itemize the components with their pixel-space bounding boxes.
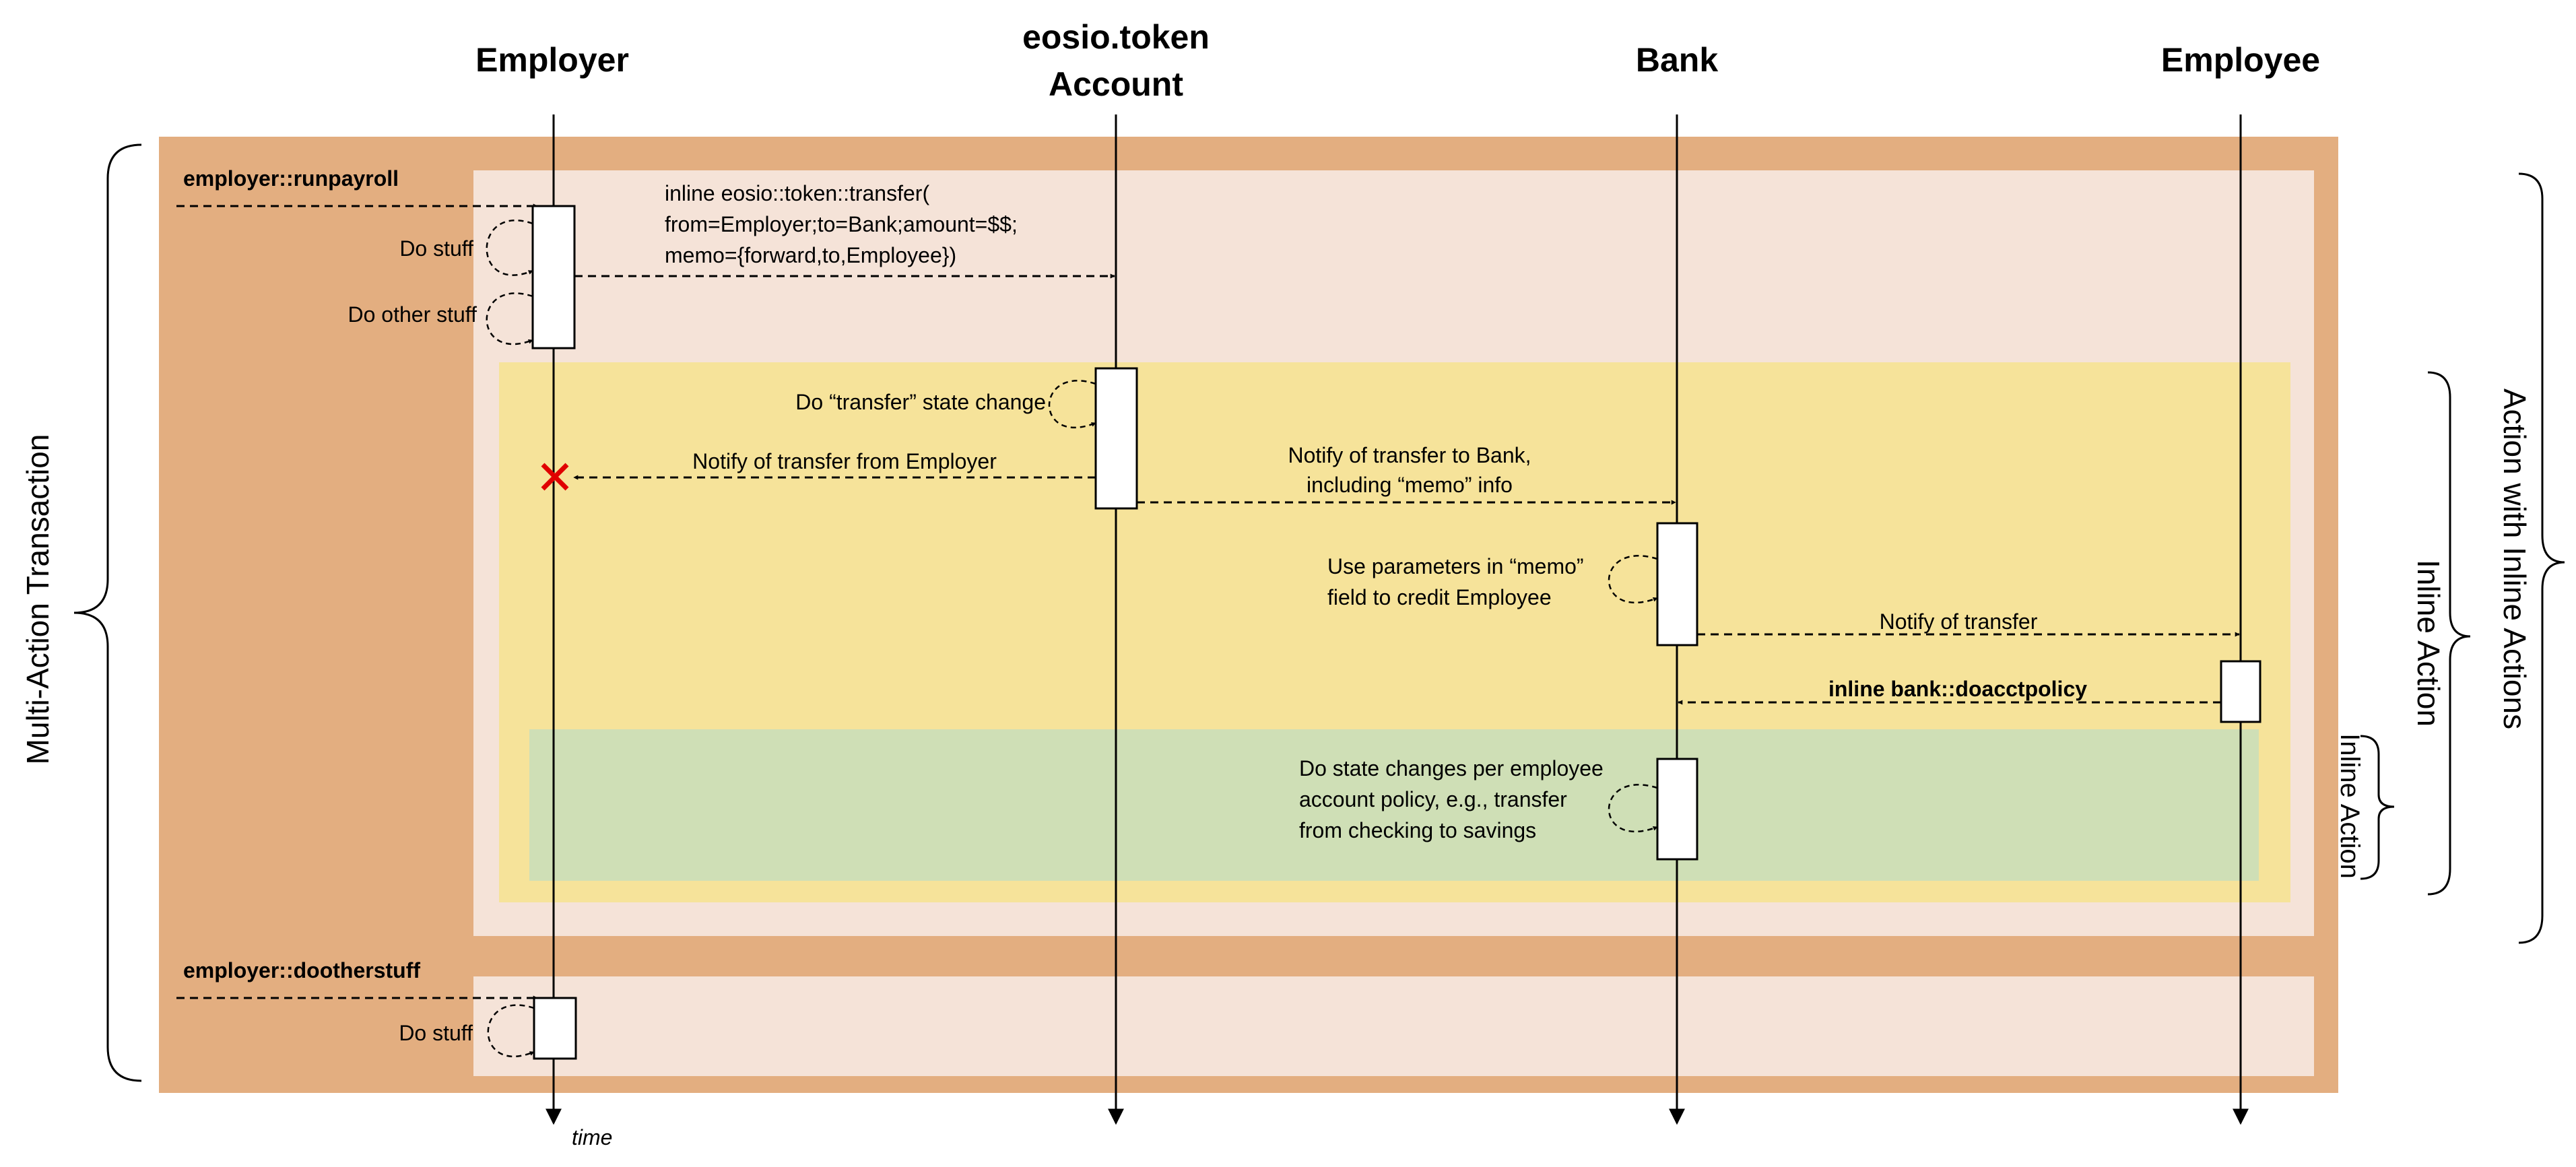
token-activation: [1094, 367, 1138, 510]
dootherstuff-action-box: [473, 976, 2314, 1076]
bank-activation-2: [1656, 758, 1698, 861]
transfer-state-change-label: Do “transfer” state change: [795, 390, 1046, 414]
token-header-line2: Account: [1049, 65, 1183, 103]
inline-action-outer-label: Inline Action: [2411, 560, 2446, 727]
employer-activation-2: [533, 997, 577, 1060]
policy-loop: [1608, 784, 1658, 832]
token-header-line1: eosio.token: [1022, 18, 1210, 56]
multi-action-brace: [73, 143, 142, 1082]
employee-activation: [2220, 660, 2261, 723]
dootherstuff-action-label: employer::dootherstuff: [183, 958, 420, 982]
multi-action-label: Multi-Action Transaction: [20, 434, 55, 765]
notify-bank-label-line2: including “memo” info: [1307, 473, 1513, 497]
do-stuff-loop-2: [487, 1004, 535, 1057]
do-other-stuff-label: Do other stuff: [348, 302, 477, 327]
inline-action-outer-brace: [2427, 371, 2471, 896]
inline-action-box-2: [529, 729, 2259, 881]
time-label: time: [572, 1125, 612, 1149]
memo-loop: [1608, 555, 1658, 603]
notify-bank-label-line1: Notify of transfer to Bank,: [1288, 443, 1531, 467]
bank-activation-1: [1656, 522, 1698, 646]
employee-header: Employee: [2161, 41, 2320, 79]
employer-activation-1: [531, 205, 576, 349]
inline-transfer-label-line3: memo={forward,to,Employee}): [665, 243, 956, 267]
rejected-notification-x: [541, 463, 569, 491]
action-with-inline-brace: [2518, 172, 2565, 944]
do-stuff-label-2: Do stuff: [399, 1021, 473, 1045]
transfer-state-change-loop: [1048, 380, 1096, 429]
policy-label-line3: from checking to savings: [1299, 818, 1536, 842]
inline-transfer-label-line2: from=Employer;to=Bank;amount=$$;: [665, 212, 1018, 236]
inline-action-inner-label: Inline Action: [2335, 733, 2365, 879]
bank-header: Bank: [1636, 41, 1718, 79]
do-stuff-loop-1: [486, 219, 533, 276]
notify-employer-label: Notify of transfer from Employer: [692, 449, 997, 473]
runpayroll-action-label: employer::runpayroll: [183, 166, 399, 191]
notify-transfer-label: Notify of transfer: [1880, 609, 2038, 634]
policy-label-line1: Do state changes per employee: [1299, 756, 1604, 780]
inline-transfer-label-line1: inline eosio::token::transfer(: [665, 181, 929, 205]
action-with-inline-label: Action with Inline Actions: [2497, 389, 2532, 729]
do-stuff-label-1: Do stuff: [399, 236, 473, 261]
policy-label-line2: account policy, e.g., transfer: [1299, 787, 1567, 811]
do-other-stuff-loop: [486, 292, 533, 345]
inline-action-inner-brace: [2360, 735, 2395, 880]
memo-label-line1: Use parameters in “memo”: [1327, 554, 1584, 578]
doacctpolicy-label: inline bank::doacctpolicy: [1828, 677, 2087, 701]
employer-header: Employer: [475, 41, 629, 79]
memo-label-line2: field to credit Employee: [1327, 585, 1552, 609]
